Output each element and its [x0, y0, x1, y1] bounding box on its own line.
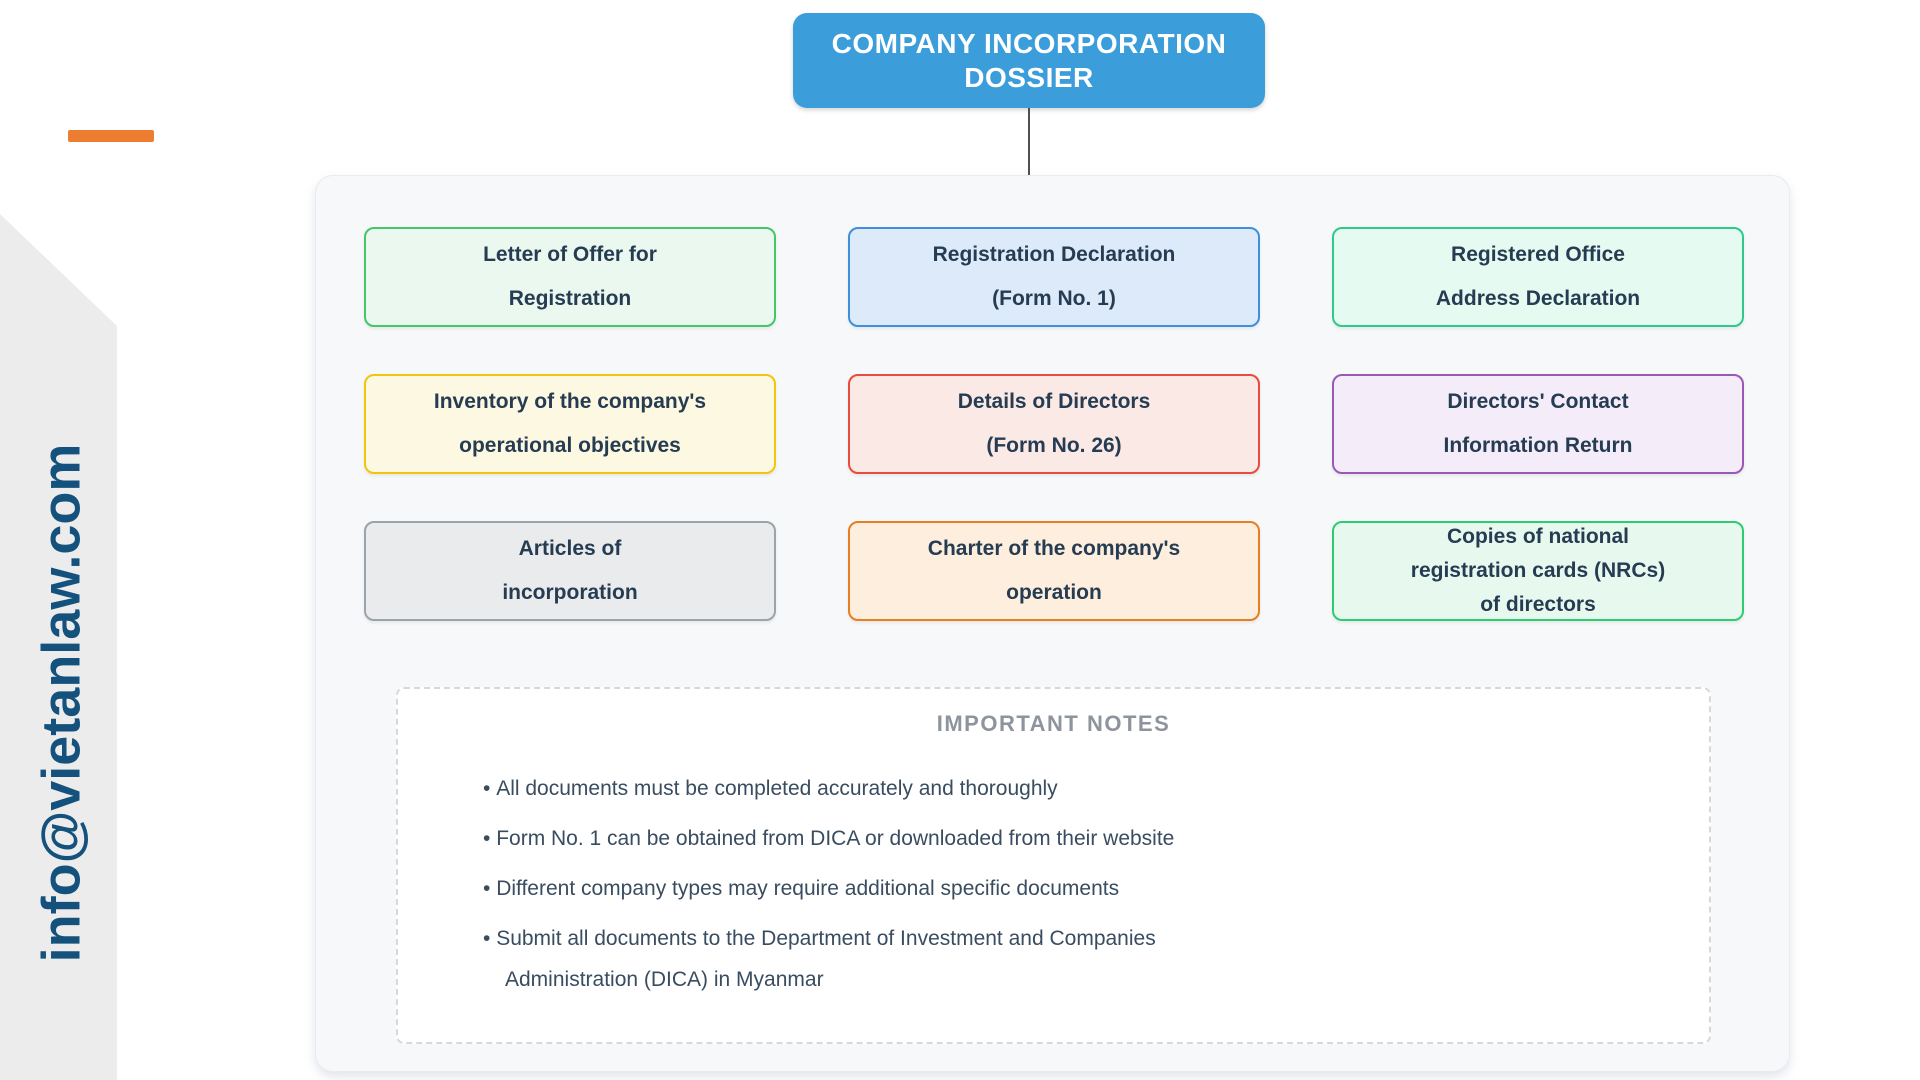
- note-item: Form No. 1 can be obtained from DICA or …: [483, 827, 1649, 851]
- title-line: DOSSIER: [964, 61, 1094, 93]
- doc-label-line: incorporation: [502, 581, 638, 604]
- doc-label-line: Copies of national: [1446, 525, 1629, 548]
- watermark-email: info@vietanlaw.com: [0, 430, 122, 975]
- doc-label-line: registration cards (NRCs): [1410, 559, 1666, 582]
- note-item: All documents must be completed accurate…: [483, 777, 1649, 801]
- doc-label-line: Letter of Offer for: [483, 243, 657, 266]
- doc-label-line: (Form No. 26): [986, 434, 1122, 457]
- doc-label-line: Articles of: [518, 537, 622, 560]
- doc-label-line: operational objectives: [459, 434, 681, 457]
- important-notes-list: All documents must be completed accurate…: [483, 777, 1649, 992]
- note-text: Form No. 1 can be obtained from DICA or …: [483, 827, 1649, 851]
- doc-label-line: of directors: [1480, 593, 1596, 616]
- doc-inventory-operational-objectives: Inventory of the company's operational o…: [364, 374, 776, 474]
- connector-line: [1028, 108, 1030, 175]
- doc-label-line: (Form No. 1): [992, 287, 1116, 310]
- doc-articles-of-incorporation: Articles of incorporation: [364, 521, 776, 621]
- note-text: All documents must be completed accurate…: [483, 777, 1649, 801]
- doc-registered-office-address: Registered Office Address Declaration: [1332, 227, 1744, 327]
- watermark-email-text: info@vietanlaw.com: [31, 443, 91, 962]
- doc-label-line: Registration: [508, 287, 632, 310]
- doc-directors-contact-return: Directors' Contact Information Return: [1332, 374, 1744, 474]
- doc-company-charter: Charter of the company's operation: [848, 521, 1260, 621]
- doc-details-of-directors: Details of Directors (Form No. 26): [848, 374, 1260, 474]
- note-text: Submit all documents to the Department o…: [483, 927, 1649, 951]
- gray-wedge-decoration: [0, 214, 117, 1080]
- doc-label-line: Registered Office: [1451, 243, 1625, 266]
- title-line: COMPANY INCORPORATION: [831, 27, 1227, 59]
- note-item: Different company types may require addi…: [483, 877, 1649, 901]
- doc-nrc-copies: Copies of national registration cards (N…: [1332, 521, 1744, 621]
- doc-letter-of-offer: Letter of Offer for Registration: [364, 227, 776, 327]
- note-text: Different company types may require addi…: [483, 877, 1649, 901]
- important-notes-title: IMPORTANT NOTES: [936, 711, 1171, 736]
- note-item: Submit all documents to the Department o…: [483, 927, 1649, 992]
- doc-label-line: Registration Declaration: [932, 243, 1176, 266]
- doc-label-line: Inventory of the company's: [433, 390, 707, 413]
- doc-label-line: Charter of the company's: [927, 537, 1181, 560]
- document-grid: Letter of Offer for Registration Registr…: [364, 227, 1744, 621]
- dossier-panel: Letter of Offer for Registration Registr…: [315, 175, 1790, 1072]
- doc-label-line: Directors' Contact: [1447, 390, 1629, 413]
- important-notes-box: IMPORTANT NOTES All documents must be co…: [396, 687, 1711, 1044]
- doc-label-line: Details of Directors: [957, 390, 1151, 413]
- doc-label-line: operation: [1006, 581, 1102, 604]
- doc-label-line: Address Declaration: [1435, 287, 1641, 310]
- orange-dash-decoration: [68, 130, 154, 142]
- root-node-company-incorporation-dossier: COMPANY INCORPORATION DOSSIER: [793, 13, 1265, 108]
- doc-registration-declaration: Registration Declaration (Form No. 1): [848, 227, 1260, 327]
- doc-label-line: Information Return: [1443, 434, 1633, 457]
- note-text-continued: Administration (DICA) in Myanmar: [505, 968, 824, 991]
